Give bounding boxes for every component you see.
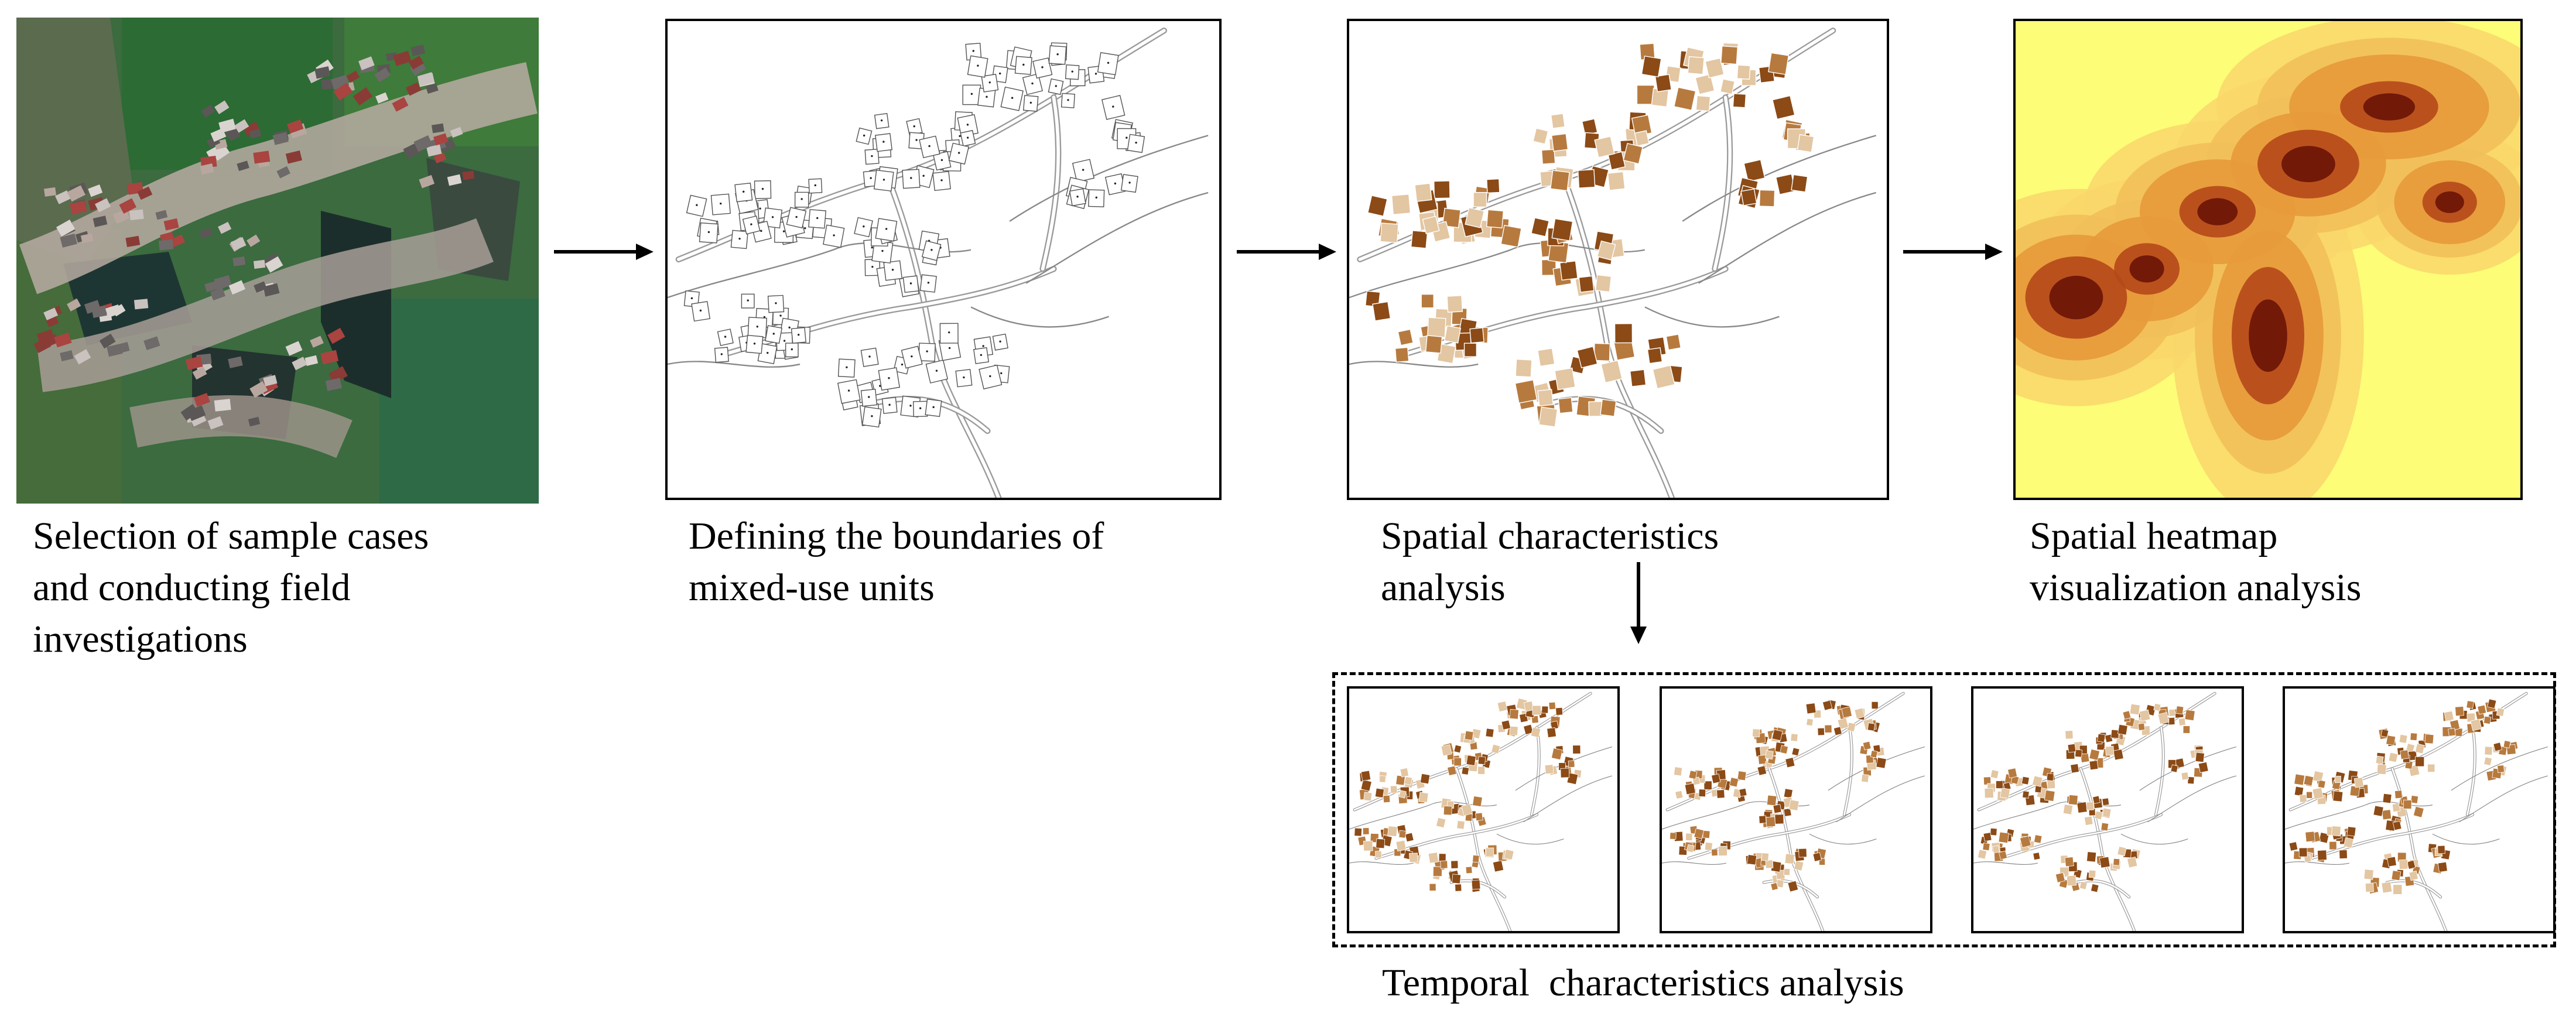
spatial-characteristics-panel: [1347, 19, 1889, 500]
step-caption-4: Spatial heatmap visualization analysis: [2030, 511, 2361, 614]
arrow-right-icon: [1903, 244, 2003, 260]
temporal-map-panel: [2283, 686, 2556, 933]
satellite-image: [16, 18, 539, 504]
unit-boundaries-map: [668, 28, 1209, 498]
temporal-map-panel: [1660, 686, 1932, 933]
caption-line: visualization analysis: [2030, 566, 2362, 609]
step-caption-3: Spatial characteristics analysis: [1381, 511, 1719, 614]
caption-line: Defining the boundaries of: [689, 515, 1104, 557]
heatmap: [2016, 21, 2520, 498]
caption-line: mixed-use units: [689, 566, 935, 609]
caption-line: analysis: [1381, 566, 1506, 609]
unit-boundaries-panel: [665, 19, 1222, 500]
caption-line: and conducting field: [33, 566, 351, 609]
arrow-right-icon: [554, 244, 654, 260]
spatial-characteristics-map: [1349, 28, 1876, 498]
temporal-map-panel: [1971, 686, 2244, 933]
heatmap-panel: [2013, 19, 2523, 500]
caption-line: Spatial heatmap: [2030, 515, 2278, 557]
arrow-right-icon: [1237, 244, 1336, 260]
arrow-down-icon: [1630, 562, 1647, 644]
temporal-map: [1973, 692, 2237, 931]
temporal-caption: Temporal characteristics analysis: [1382, 961, 1904, 1004]
temporal-map: [2285, 692, 2548, 931]
caption-line: investigations: [33, 618, 248, 660]
caption-line: Selection of sample cases: [33, 515, 429, 557]
satellite-image-panel: [16, 18, 539, 504]
caption-line: Spatial characteristics: [1381, 515, 1719, 557]
temporal-map: [1662, 692, 1925, 931]
temporal-map: [1349, 692, 1613, 931]
step-caption-1: Selection of sample cases and conducting…: [33, 511, 429, 665]
temporal-map-panel: [1347, 686, 1620, 933]
step-caption-2: Defining the boundaries of mixed-use uni…: [689, 511, 1104, 614]
